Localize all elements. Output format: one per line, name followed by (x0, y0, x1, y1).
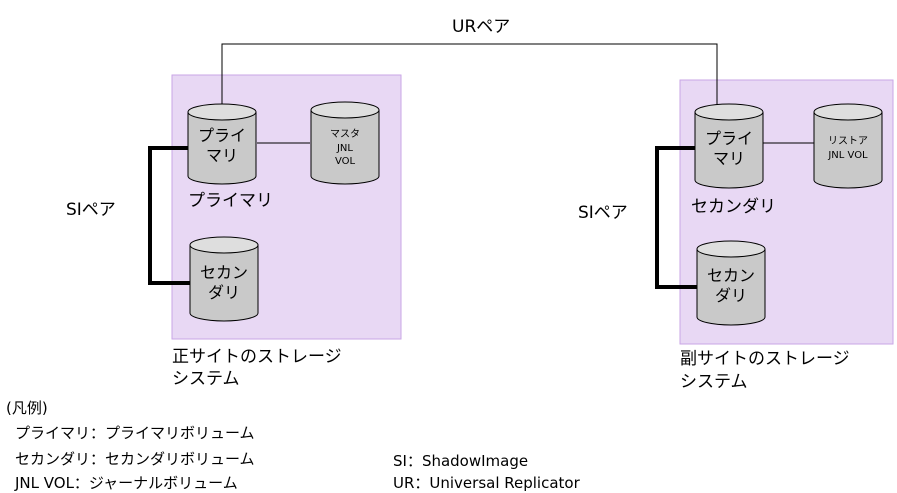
secondary-site-primary-volume-label: プライ マリ (704, 129, 753, 168)
primary-site-journal-cylinder (310, 101, 380, 185)
legend-row-journal: JNL VOL：ジャーナルボリューム (15, 474, 238, 492)
legend-title: (凡例) (6, 399, 48, 417)
secondary-site-secondary-cylinder (696, 240, 766, 326)
legend-row-primary: プライマリ：プライマリボリューム (15, 424, 255, 442)
si-pair-label-left: SIペア (66, 200, 116, 220)
primary-site-journal-volume-label: マスタ JNL VOL (330, 129, 360, 167)
primary-site-secondary-cylinder (189, 236, 259, 322)
secondary-site-primary-caption: セカンダリ (691, 197, 776, 217)
si-pair-bracket-left (148, 146, 190, 285)
primary-site-label-line1: 正サイトのストレージ (172, 347, 342, 367)
secondary-site-primary-cylinder (694, 103, 764, 189)
secondary-site-journal-volume-label: リストア JNL VOL (828, 136, 868, 161)
ur-pair-line (221, 43, 718, 112)
primary-site-primary-caption: プライマリ (188, 191, 273, 211)
legend-abbrev-ur: UR：Universal Replicator (393, 474, 580, 492)
secondary-site-label-line1: 副サイトのストレージ (680, 349, 850, 369)
secondary-site-journal-cylinder (813, 103, 883, 189)
secondary-site-secondary-volume-label: セカン ダリ (706, 266, 755, 305)
legend-abbrev-si: SI：ShadowImage (393, 452, 529, 470)
primary-site-label-line2: システム (172, 369, 240, 389)
ur-pair-label: URペア (452, 17, 511, 37)
legend-row-secondary: セカンダリ：セカンダリボリューム (15, 450, 255, 468)
si-pair-label-right: SIペア (578, 203, 628, 223)
si-pair-bracket-right (655, 146, 697, 289)
primary-site-primary-cylinder (187, 103, 257, 185)
primary-site-primary-volume-label: プライ マリ (197, 126, 246, 165)
secondary-site-label-line2: システム (680, 372, 748, 392)
primary-site-secondary-volume-label: セカン ダリ (199, 263, 248, 302)
